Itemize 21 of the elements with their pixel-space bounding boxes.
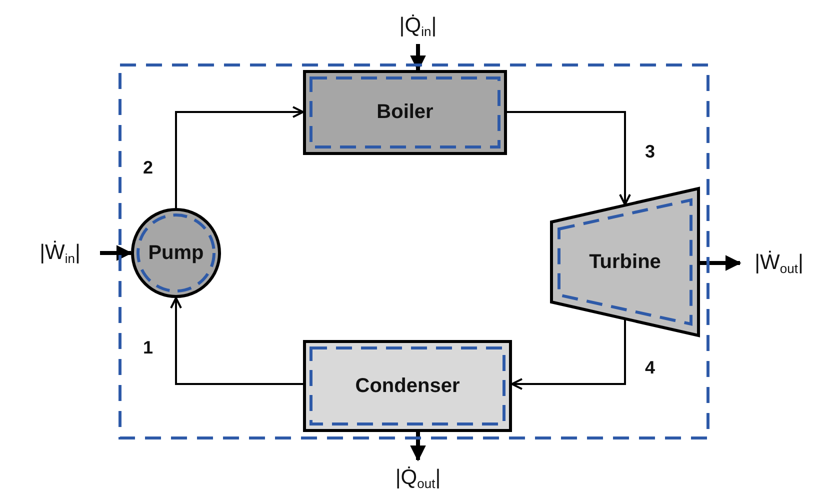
component-label: Turbine (589, 250, 661, 274)
boiler-box (303, 70, 507, 155)
work-output-label: |Ẇ$_{out}$| (740, 246, 818, 280)
component-label: Pump (148, 242, 204, 264)
heat-input-label: |Q̇$_{in}$| (388, 8, 448, 44)
energy-flow-arrow (700, 255, 742, 271)
flow-arrow (170, 297, 303, 385)
component-label: Condenser (355, 374, 460, 398)
pump-circle (131, 208, 221, 298)
system-boundary (120, 65, 708, 438)
component-label: Boiler (376, 101, 434, 124)
energy-flow-arrow (410, 432, 426, 462)
flow-arrow (175, 106, 304, 208)
flow-arrow (507, 111, 631, 206)
turbine-shape (550, 187, 700, 337)
condenser-box (303, 340, 512, 432)
energy-flow-arrow (100, 245, 132, 261)
heat-output-label: |Q̇$_{out}$| (383, 460, 453, 496)
flow-arrow (511, 320, 626, 390)
energy-flow-arrow (410, 44, 426, 72)
work-input-label: |Ẇ$_{in}$| (20, 236, 100, 270)
